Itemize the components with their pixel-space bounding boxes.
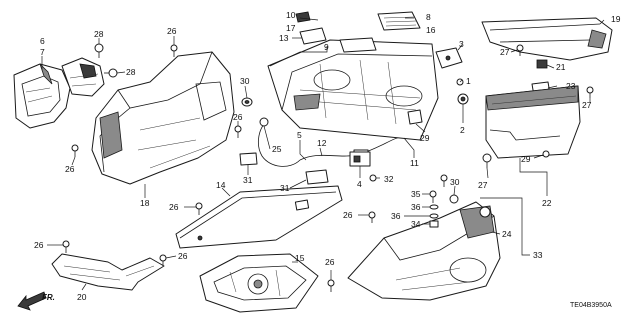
part-shelf-cover-13 (299, 27, 327, 45)
callout-16: 16 (426, 25, 436, 35)
callout-32: 32 (384, 174, 394, 184)
part-shelf-panel-8 (377, 11, 421, 31)
leader-lines (41, 17, 605, 291)
grommet-30a (241, 97, 253, 107)
direction-label: FR. (42, 293, 55, 302)
callout-3: 3 (459, 39, 464, 49)
washer-36a (429, 204, 439, 210)
screw-26b (71, 144, 79, 157)
part-hook-3 (435, 47, 463, 69)
callout-17: 17 (286, 23, 296, 33)
front-direction-arrow: FR. (17, 291, 55, 311)
part-clip-21 (536, 59, 548, 69)
callout-28: 28 (126, 67, 136, 77)
callout-26: 26 (325, 257, 335, 267)
callout-27: 27 (500, 47, 510, 57)
clip-27b (586, 86, 594, 98)
callout-4: 4 (357, 179, 362, 189)
callout-25: 25 (272, 144, 282, 154)
clip-27c (482, 153, 492, 168)
part-trunk-side-lining-right-33 (347, 201, 501, 301)
callout-27: 27 (478, 180, 488, 190)
part-bracket-29a (407, 109, 423, 125)
callout-31: 31 (280, 183, 290, 193)
callout-36: 36 (411, 202, 421, 212)
callout-30: 30 (240, 76, 250, 86)
callout-26: 26 (169, 202, 179, 212)
clip-28a (94, 43, 104, 58)
part-bracket-upper-left (61, 57, 105, 97)
callout-10: 10 (286, 10, 296, 20)
part-side-lining-left (13, 63, 71, 129)
part-shelf-clip-10 (295, 11, 311, 23)
callout-13: 13 (279, 33, 289, 43)
screw-26e (195, 202, 203, 215)
callout-29: 29 (420, 133, 430, 143)
callout-26: 26 (34, 240, 44, 250)
part-trunk-floor-board-14 (175, 185, 343, 249)
screw-26i (327, 279, 335, 292)
callout-11: 11 (410, 158, 419, 168)
part-shelf-pad (339, 37, 377, 53)
callout-5: 5 (297, 130, 302, 140)
callout-18: 18 (140, 198, 150, 208)
callout-26: 26 (167, 26, 177, 36)
nut-34 (429, 220, 439, 228)
callout-1: 1 (466, 76, 471, 86)
callout-2: 2 (460, 125, 465, 135)
part-sensor-4 (349, 151, 371, 167)
callout-28: 28 (94, 29, 104, 39)
callout-14: 14 (216, 180, 226, 190)
part-trunk-side-lining (91, 51, 235, 185)
part-spare-tire-tray-15 (199, 253, 319, 313)
clip-32 (369, 174, 377, 182)
callout-19: 19 (611, 14, 621, 24)
callout-26: 26 (178, 251, 188, 261)
diagram-code: TE04B3950A (570, 302, 612, 309)
callout-12: 12 (317, 138, 327, 148)
callout-21: 21 (556, 62, 566, 72)
callout-31: 31 (243, 175, 253, 185)
callout-36: 36 (391, 211, 401, 221)
callout-29: 29 (521, 154, 531, 164)
bolt-35 (429, 190, 437, 203)
part-pad-31a (239, 152, 258, 166)
callout-26: 26 (233, 112, 243, 122)
callout-9: 9 (324, 42, 329, 52)
part-floor-mat-20 (51, 253, 165, 291)
callout-26: 26 (343, 210, 353, 220)
clip-26-upper-right (440, 174, 448, 187)
part-pad-31b (305, 169, 329, 185)
callout-30: 30 (450, 177, 460, 187)
callout-27: 27 (582, 100, 592, 110)
screw-26d (234, 125, 242, 138)
clip-29b (542, 150, 550, 158)
callout-15: 15 (295, 253, 305, 263)
washer-36b (429, 213, 439, 219)
screw-26h (368, 211, 376, 223)
clip-27a (516, 44, 524, 56)
callout-35: 35 (411, 189, 421, 199)
callout-22: 22 (542, 198, 552, 208)
callout-labels: 6 7 28 28 26 26 18 30 26 25 31 10 17 13 … (34, 10, 621, 309)
part-side-trim-19 (481, 17, 613, 61)
part-grommet-2 (457, 93, 469, 105)
callout-33: 33 (533, 250, 543, 260)
callout-34: 34 (411, 219, 421, 229)
callout-23: 23 (566, 81, 576, 91)
callout-7: 7 (40, 47, 45, 57)
clip-28b (104, 68, 118, 78)
screw-26a (170, 44, 178, 57)
clip-30b (449, 194, 459, 204)
callout-24: 24 (502, 229, 512, 239)
callout-20: 20 (77, 292, 87, 302)
callout-26: 26 (65, 164, 75, 174)
callout-8: 8 (426, 12, 431, 22)
callout-6: 6 (40, 36, 45, 46)
screw-26f (62, 240, 70, 253)
part-rear-panel-trim-22 (485, 85, 581, 159)
